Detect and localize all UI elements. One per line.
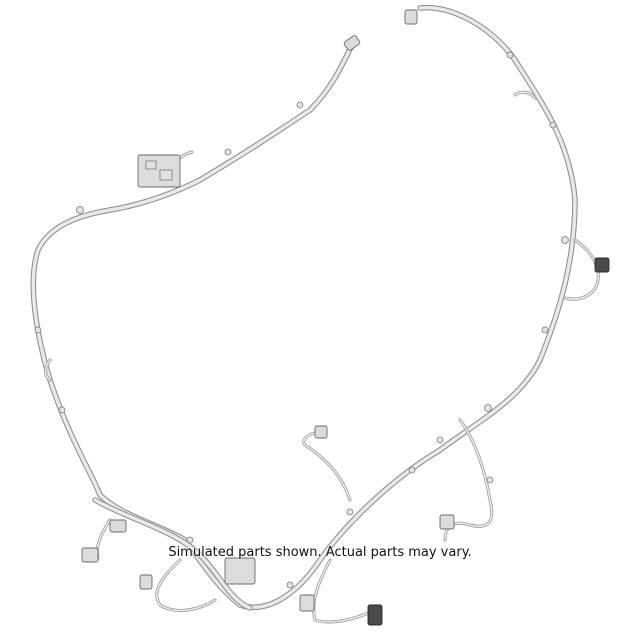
fuse-block-connector bbox=[137, 154, 181, 188]
harness-clip bbox=[486, 476, 494, 484]
harness-clip bbox=[541, 326, 549, 334]
main-harness-trunk bbox=[30, 4, 578, 611]
harness-clip bbox=[484, 404, 492, 412]
harness-clip bbox=[436, 436, 444, 444]
bottom-connector bbox=[367, 604, 383, 626]
harness-clip bbox=[561, 236, 569, 244]
junction-connector bbox=[109, 519, 127, 533]
mid-connector bbox=[314, 425, 328, 439]
lower-left-connector bbox=[81, 547, 99, 563]
lower-left-connector bbox=[139, 574, 153, 590]
harness-clip bbox=[224, 148, 232, 156]
harness-clip bbox=[346, 508, 354, 516]
fuse-block-detail bbox=[145, 160, 157, 170]
top-connector bbox=[343, 35, 361, 51]
harness-clip bbox=[58, 406, 66, 414]
harness-clip bbox=[506, 51, 514, 59]
harness-clip bbox=[408, 466, 416, 474]
disclaimer-text: Simulated parts shown. Actual parts may … bbox=[168, 545, 472, 560]
harness-clip bbox=[34, 326, 42, 334]
harness-connectors bbox=[34, 9, 610, 626]
harness-clip bbox=[186, 536, 194, 544]
branch-wires bbox=[44, 90, 600, 624]
fuse-block-detail bbox=[159, 169, 173, 181]
top-right-connector bbox=[404, 9, 418, 25]
bottom-connector bbox=[299, 594, 315, 612]
right-connector bbox=[594, 257, 610, 273]
harness-clip bbox=[286, 581, 294, 589]
lower-junction-connector bbox=[224, 557, 256, 585]
harness-clip bbox=[549, 121, 557, 129]
lower-right-connector bbox=[439, 514, 455, 530]
harness-clip bbox=[296, 101, 304, 109]
harness-clip bbox=[76, 206, 84, 214]
